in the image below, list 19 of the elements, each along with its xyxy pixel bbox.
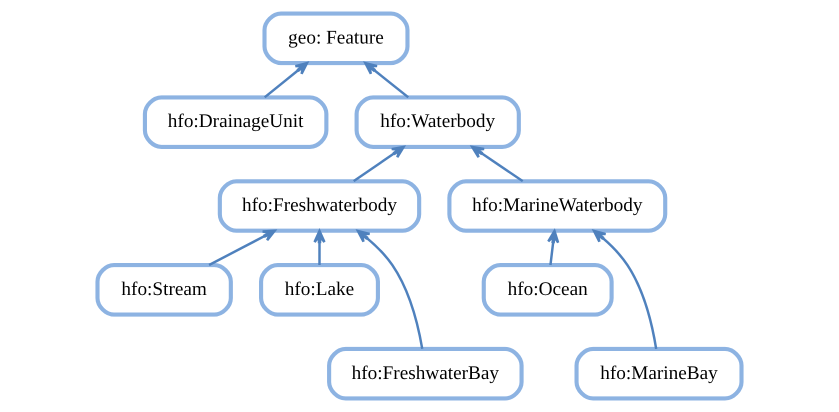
node-box: hfo:Waterbody bbox=[354, 95, 521, 149]
node-box: hfo:Stream bbox=[95, 263, 233, 317]
arrow bbox=[471, 146, 524, 182]
node-box: hfo:MarineWaterbody bbox=[447, 179, 668, 233]
node-box: hfo:Ocean bbox=[482, 263, 614, 317]
arrow bbox=[313, 230, 326, 265]
arrow bbox=[592, 230, 658, 350]
arrow bbox=[547, 230, 560, 266]
arrow bbox=[356, 230, 424, 350]
node-box: hfo:Freshwaterbody bbox=[218, 179, 422, 233]
node-box: hfo:MarineBay bbox=[574, 346, 744, 400]
arrow bbox=[264, 62, 308, 98]
arrow bbox=[208, 230, 276, 266]
node-box: hfo:DrainageUnit bbox=[142, 95, 328, 149]
arrow bbox=[352, 146, 405, 182]
node-box: hfo:Lake bbox=[259, 263, 380, 317]
node-box: geo: Feature bbox=[262, 12, 410, 66]
node-box: hfo:FreshwaterBay bbox=[327, 346, 524, 400]
arrow bbox=[364, 62, 410, 98]
